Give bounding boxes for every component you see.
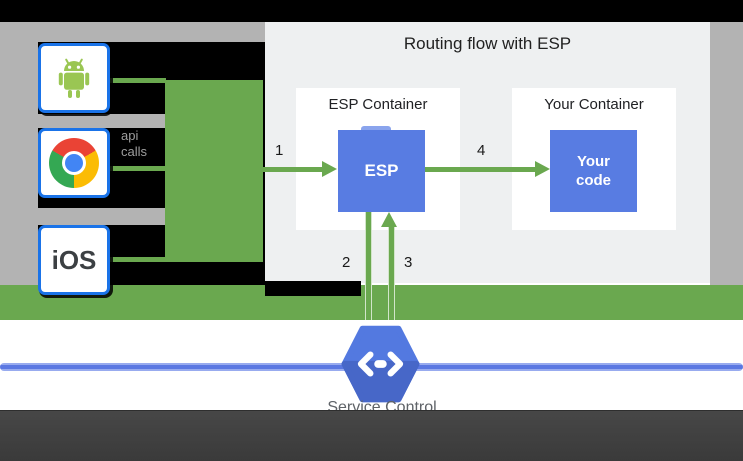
arrow-2-line bbox=[365, 212, 372, 320]
gray-backdrop-left bbox=[0, 42, 38, 285]
gray-backdrop-right bbox=[710, 22, 743, 285]
endpoints-hexagon-icon bbox=[341, 325, 420, 403]
android-client-box bbox=[38, 43, 110, 113]
your-code-box: Your code bbox=[550, 130, 637, 212]
step-4-label: 4 bbox=[477, 142, 486, 159]
chrome-arrow-line bbox=[110, 166, 166, 171]
code-glyph-icon bbox=[357, 351, 404, 377]
arrow-4-head bbox=[535, 161, 550, 177]
api-calls-label: api calls bbox=[121, 128, 147, 160]
gray-backdrop-strip-2 bbox=[0, 208, 165, 225]
android-icon bbox=[58, 58, 90, 98]
arrow-4-line bbox=[425, 167, 536, 172]
chrome-client-box bbox=[38, 128, 110, 198]
api-calls-line2: calls bbox=[121, 144, 148, 159]
your-container-title: Your Container bbox=[544, 96, 644, 113]
panel-title: Routing flow with ESP bbox=[403, 34, 572, 53]
black-mask-patch bbox=[265, 281, 361, 296]
api-calls-line1: api bbox=[121, 128, 139, 143]
esp-container-title: ESP Container bbox=[328, 96, 428, 113]
top-black-bar bbox=[0, 0, 743, 22]
ios-label: iOS bbox=[51, 244, 97, 275]
android-arrow-line bbox=[110, 78, 166, 83]
your-code-label: Your code bbox=[575, 153, 611, 189]
gray-backdrop-strip-1 bbox=[0, 114, 165, 128]
gray-backdrop-top bbox=[0, 22, 265, 42]
arrow-1-line bbox=[263, 167, 323, 172]
step-3-label: 3 bbox=[404, 254, 413, 271]
chrome-icon-hub bbox=[65, 154, 83, 172]
step-1-label: 1 bbox=[275, 142, 284, 159]
ios-arrow-line bbox=[110, 257, 166, 262]
arrow-3-head bbox=[381, 212, 397, 227]
esp-box: ESP bbox=[338, 130, 425, 212]
arrow-3-line bbox=[388, 227, 395, 320]
chrome-icon bbox=[49, 138, 99, 188]
footer-bar bbox=[0, 410, 743, 461]
ios-client-box: iOS bbox=[38, 225, 110, 295]
arrow-1-head bbox=[322, 161, 337, 177]
step-2-label: 2 bbox=[342, 254, 351, 271]
esp-box-tab bbox=[361, 126, 391, 132]
api-calls-flow-bar bbox=[165, 80, 263, 262]
